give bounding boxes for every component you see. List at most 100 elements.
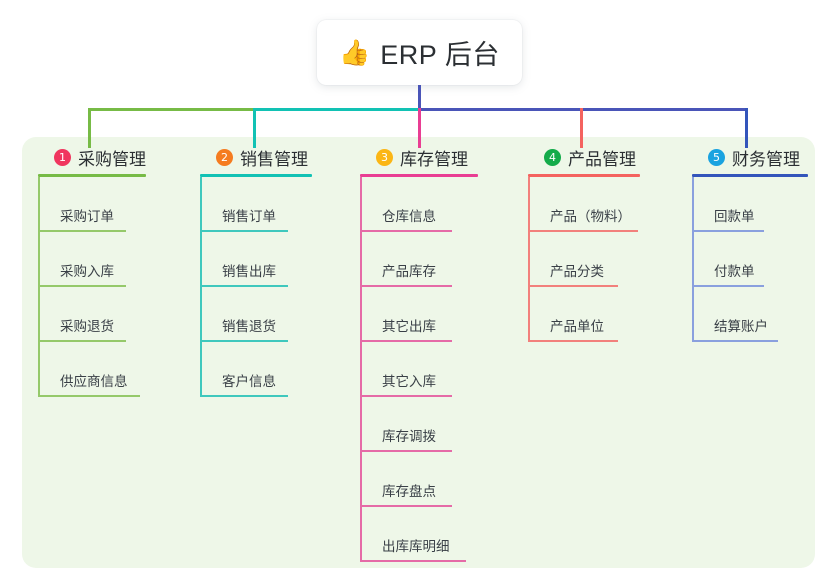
list-item-rule xyxy=(528,285,618,287)
column-header-1[interactable]: 1 采购管理 xyxy=(38,146,146,169)
column-rule-4 xyxy=(528,174,640,177)
column-items-1: 采购订单采购入库采购退货供应商信息 xyxy=(38,177,146,397)
list-item[interactable]: 其它出库 xyxy=(360,287,478,342)
list-item[interactable]: 付款单 xyxy=(692,232,808,287)
column-drop-line-1 xyxy=(88,108,91,148)
column-header-3[interactable]: 3 库存管理 xyxy=(360,146,478,169)
list-item-rule xyxy=(360,340,452,342)
column-header-4[interactable]: 4 产品管理 xyxy=(528,146,640,169)
list-item-rule xyxy=(200,395,288,397)
column-drop-line-5 xyxy=(745,108,748,148)
list-item-rule xyxy=(360,285,452,287)
column-badge-1: 1 xyxy=(54,148,71,166)
list-item[interactable]: 销售出库 xyxy=(200,232,312,287)
list-item-rule xyxy=(692,340,778,342)
list-item-label: 产品单位 xyxy=(550,319,604,334)
columns-panel xyxy=(22,137,815,568)
list-item[interactable]: 供应商信息 xyxy=(38,342,146,397)
list-item[interactable]: 产品分类 xyxy=(528,232,640,287)
column-items-4: 产品（物料） 产品分类产品单位 xyxy=(528,177,640,342)
column-1: 1 采购管理采购订单采购入库采购退货供应商信息 xyxy=(38,146,146,397)
list-item-rule xyxy=(200,340,288,342)
list-item[interactable]: 结算账户 xyxy=(692,287,808,342)
column-items-3: 仓库信息产品库存其它出库其它入库库存调拨库存盘点出库库明细 xyxy=(360,177,478,562)
list-item[interactable]: 仓库信息 xyxy=(360,177,478,232)
column-title-5: 财务管理 xyxy=(732,149,800,169)
list-item[interactable]: 产品（物料） xyxy=(528,177,640,232)
list-item-rule xyxy=(692,285,764,287)
segment-teal xyxy=(253,108,420,111)
list-item-label: 供应商信息 xyxy=(60,374,128,389)
list-item-label: 库存调拨 xyxy=(382,429,436,444)
root-node-card[interactable]: 👍 ERP 后台 xyxy=(317,20,522,85)
column-items-5: 回款单付款单结算账户 xyxy=(692,177,808,342)
column-spine-4 xyxy=(528,177,530,342)
list-item[interactable]: 采购退货 xyxy=(38,287,146,342)
column-spine-3 xyxy=(360,177,362,562)
column-title-2: 销售管理 xyxy=(240,149,308,169)
column-header-2[interactable]: 2 销售管理 xyxy=(200,146,312,169)
list-item[interactable]: 采购入库 xyxy=(38,232,146,287)
list-item-label: 采购订单 xyxy=(60,209,114,224)
list-item-label: 销售订单 xyxy=(222,209,276,224)
list-item-label: 出库库明细 xyxy=(382,539,450,554)
list-item[interactable]: 库存盘点 xyxy=(360,452,478,507)
list-item-rule xyxy=(528,230,638,232)
list-item-label: 付款单 xyxy=(714,264,755,279)
column-header-5[interactable]: 5 财务管理 xyxy=(692,146,808,169)
list-item-label: 销售出库 xyxy=(222,264,276,279)
thumbs-up-icon: 👍 xyxy=(339,39,371,67)
column-title-4: 产品管理 xyxy=(568,149,636,169)
list-item[interactable]: 产品单位 xyxy=(528,287,640,342)
list-item-rule xyxy=(360,505,452,507)
column-badge-5: 5 xyxy=(708,148,725,166)
list-item-label: 产品（物料） xyxy=(550,209,631,224)
root-node-title: ERP 后台 xyxy=(380,40,500,70)
list-item-rule xyxy=(360,450,452,452)
column-drop-line-3 xyxy=(418,108,421,148)
column-badge-3: 3 xyxy=(376,148,393,166)
column-badge-4: 4 xyxy=(544,148,561,166)
segment-blue xyxy=(418,108,748,111)
column-2: 2 销售管理销售订单销售出库销售退货客户信息 xyxy=(200,146,312,397)
list-item-rule xyxy=(200,230,288,232)
list-item[interactable]: 销售订单 xyxy=(200,177,312,232)
list-item-rule xyxy=(38,230,126,232)
list-item[interactable]: 出库库明细 xyxy=(360,507,478,562)
list-item-rule xyxy=(360,395,452,397)
list-item-rule xyxy=(360,230,452,232)
column-3: 3 库存管理仓库信息产品库存其它出库其它入库库存调拨库存盘点出库库明细 xyxy=(360,146,478,562)
list-item-label: 结算账户 xyxy=(714,319,768,334)
column-badge-2: 2 xyxy=(216,148,233,166)
column-spine-2 xyxy=(200,177,202,397)
list-item-label: 产品库存 xyxy=(382,264,436,279)
list-item[interactable]: 产品库存 xyxy=(360,232,478,287)
root-connector-line xyxy=(418,85,421,110)
column-title-3: 库存管理 xyxy=(400,149,468,169)
list-item-rule xyxy=(38,340,126,342)
column-rule-1 xyxy=(38,174,146,177)
list-item[interactable]: 其它入库 xyxy=(360,342,478,397)
column-spine-5 xyxy=(692,177,694,342)
column-4: 4 产品管理产品（物料） 产品分类产品单位 xyxy=(528,146,640,342)
list-item[interactable]: 客户信息 xyxy=(200,342,312,397)
list-item-label: 回款单 xyxy=(714,209,755,224)
segment-green xyxy=(88,108,255,111)
list-item-label: 采购入库 xyxy=(60,264,114,279)
list-item[interactable]: 回款单 xyxy=(692,177,808,232)
column-drop-line-4 xyxy=(580,108,583,148)
list-item-rule xyxy=(38,285,126,287)
column-title-1: 采购管理 xyxy=(78,149,146,169)
list-item[interactable]: 库存调拨 xyxy=(360,397,478,452)
list-item[interactable]: 销售退货 xyxy=(200,287,312,342)
list-item-label: 其它入库 xyxy=(382,374,436,389)
list-item-rule xyxy=(360,560,466,562)
list-item-label: 客户信息 xyxy=(222,374,276,389)
list-item-label: 库存盘点 xyxy=(382,484,436,499)
column-rule-3 xyxy=(360,174,478,177)
column-rule-2 xyxy=(200,174,312,177)
list-item[interactable]: 采购订单 xyxy=(38,177,146,232)
column-spine-1 xyxy=(38,177,40,397)
column-rule-5 xyxy=(692,174,808,177)
